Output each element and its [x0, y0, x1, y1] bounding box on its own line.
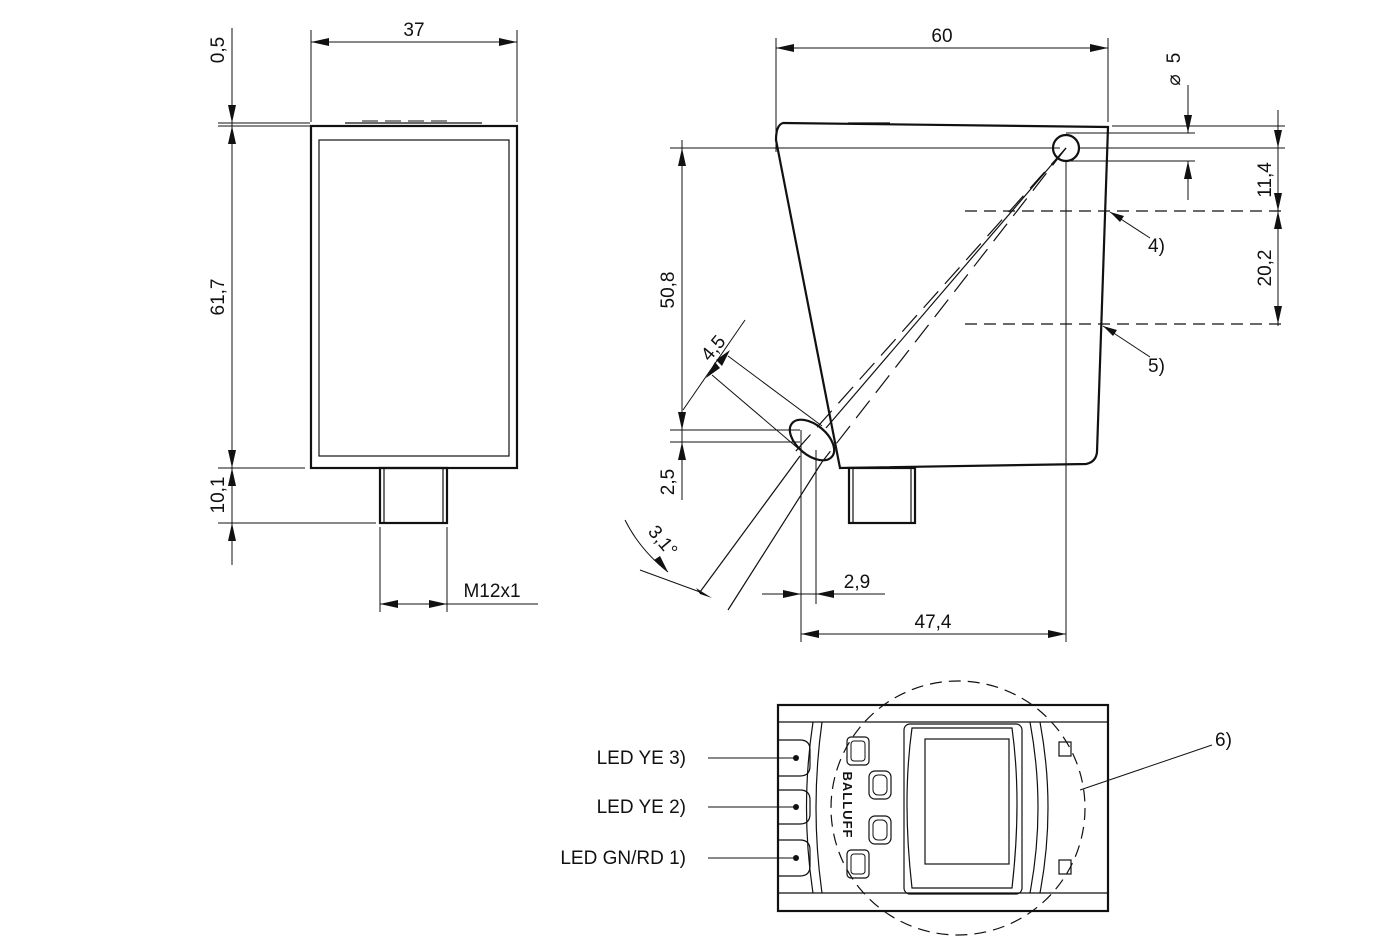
dim-top-offset-0-5: 0,5	[208, 37, 229, 63]
button-bottom	[846, 849, 870, 879]
side-connector	[378, 466, 449, 525]
front-view: 4,5 3,1° 60 ⌀ 5 11,4 20,2	[624, 26, 1285, 642]
led-gn-rd-1-window	[778, 839, 811, 877]
callout-6: 6)	[1215, 730, 1232, 751]
display-screen	[924, 738, 1010, 865]
dim-emitter-height-50-8: 50,8	[658, 272, 679, 309]
dim-hole-to-rx-20-2: 20,2	[1255, 250, 1276, 287]
button-down	[868, 815, 892, 845]
dim-emitter-diameter-4-5: 4,5	[697, 332, 730, 366]
front-housing	[774, 121, 1110, 470]
led-label-ye-3: LED YE 3)	[597, 748, 686, 769]
dim-height-61-7: 61,7	[208, 279, 229, 316]
dim-emitter-x-offset-2-9: 2,9	[844, 572, 870, 593]
dim-thread-m12x1: M12x1	[463, 581, 520, 602]
dim-angle-3-1: 3,1°	[643, 522, 681, 562]
dim-distance-47-4: 47,4	[915, 612, 952, 633]
side-view: 37 0,5 61,7 10,1 M12x1	[208, 20, 538, 612]
display-frame	[903, 723, 1023, 895]
front-connector	[847, 466, 917, 525]
dim-width-60: 60	[931, 26, 952, 47]
top-view: BALLUFF 6) LED YE 3) LED YE 2) LED GN/RD…	[560, 680, 1232, 936]
dim-emitter-offset-2-5: 2,5	[658, 469, 679, 495]
callout-4: 4)	[1148, 236, 1165, 257]
emitter-lens	[788, 418, 836, 462]
callout-5: 5)	[1148, 356, 1165, 377]
brand-logo: BALLUFF	[840, 772, 855, 839]
led-label-ye-2: LED YE 2)	[597, 797, 686, 818]
dim-width-37: 37	[403, 20, 424, 41]
led-ye-3-window	[778, 739, 811, 777]
diameter-symbol: ⌀	[1164, 74, 1185, 85]
led-label-gn-rd-1: LED GN/RD 1)	[560, 848, 686, 869]
led-ye-2-window	[778, 789, 811, 825]
dim-hole-diameter-5: 5	[1164, 53, 1185, 64]
side-housing	[309, 124, 519, 470]
button-up	[868, 770, 892, 800]
dim-top-to-hole-11-4: 11,4	[1255, 162, 1276, 198]
top-housing	[776, 703, 1110, 913]
side-window	[318, 139, 510, 457]
detail-circle	[830, 680, 1086, 936]
button-top	[846, 736, 870, 766]
dim-connector-10-1: 10,1	[208, 477, 229, 514]
